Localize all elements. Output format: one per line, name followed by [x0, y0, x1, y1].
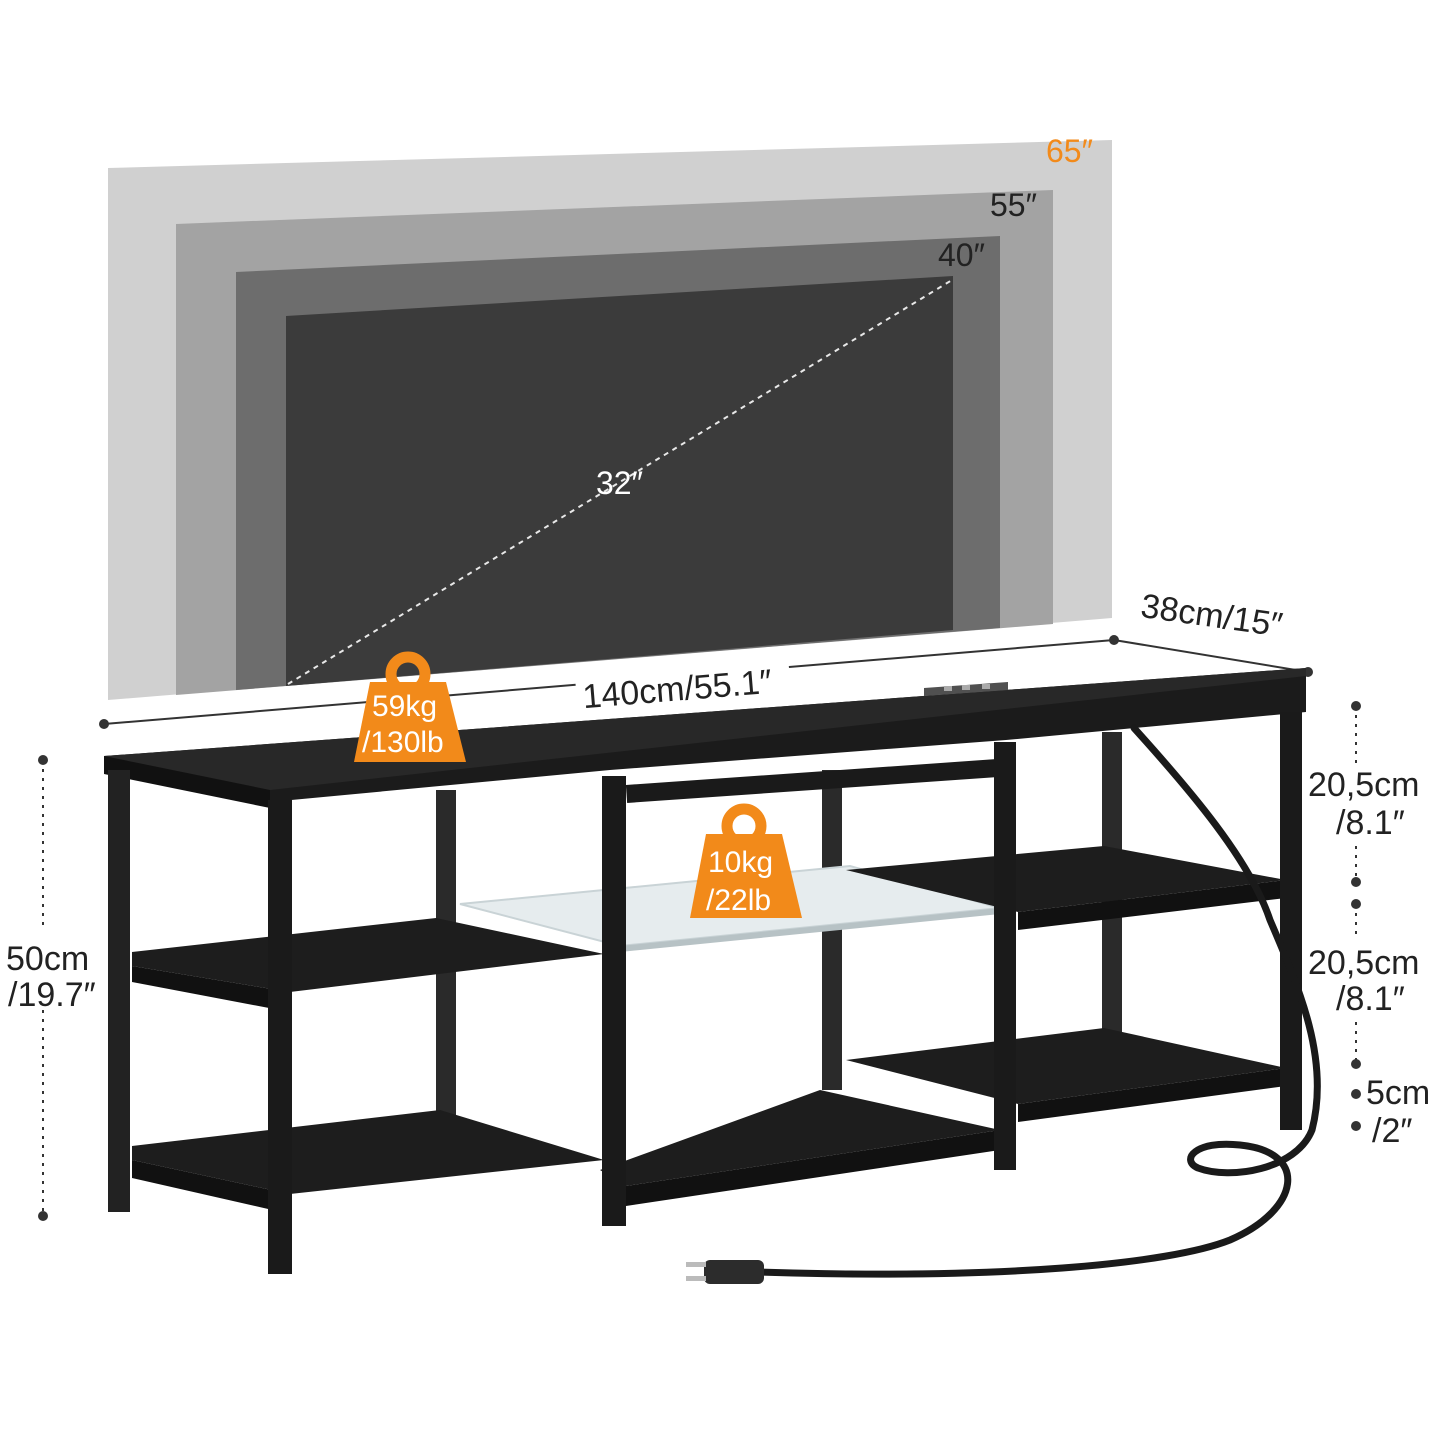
front-leg: [602, 776, 626, 1226]
shelf-middle-bottom: [600, 1090, 1000, 1186]
gap-mid-in-label: /8.1″: [1336, 980, 1405, 1018]
power-cord: [756, 724, 1321, 1278]
tv-size-55-label: 55″: [990, 187, 1037, 223]
shelf-gap-dimensions: [1351, 701, 1361, 1131]
height-cm-label: 50cm: [6, 940, 89, 978]
gap-top-cm-label: 20,5cm: [1308, 766, 1420, 804]
front-leg: [994, 742, 1016, 1170]
shelf-right-mid: [846, 846, 1286, 912]
shelf-left-mid: [132, 918, 604, 992]
tabletop-front-edge: [104, 756, 270, 808]
glass-load-lb: /22lb: [706, 884, 771, 917]
gap-mid-cm-label: 20,5cm: [1308, 944, 1420, 982]
tv-size-40-label: 40″: [938, 237, 985, 273]
shelf-right-bottom-front: [1018, 1068, 1286, 1122]
front-leg: [108, 770, 130, 1212]
power-strip-icon: [924, 682, 1008, 696]
weight-icon: [354, 651, 466, 762]
height-dimension: [38, 755, 48, 1221]
shelf-left-bottom: [132, 1110, 604, 1194]
shelf-right-bottom: [846, 1028, 1286, 1104]
tv-stand: [104, 668, 1321, 1284]
gap-bottom-cm-label: 5cm: [1366, 1074, 1430, 1112]
tv-size-65-label: 65″: [1046, 133, 1093, 169]
height-in-label: /19.7″: [8, 976, 96, 1014]
front-leg: [1280, 712, 1302, 1130]
shelf-left-mid-front: [132, 966, 290, 1012]
gap-bottom-in-label: /2″: [1372, 1112, 1412, 1150]
shelf-left-bottom-front: [132, 1160, 290, 1214]
middle-upper-rail: [625, 759, 999, 803]
gap-top-in-label: /8.1″: [1336, 804, 1405, 842]
shelf-middle-bottom-front: [626, 1130, 1000, 1206]
glass-load-kg: 10kg: [708, 846, 773, 879]
weight-icon: [690, 803, 802, 918]
top-load-kg: 59kg: [372, 690, 437, 723]
depth-label: 38cm/15″: [1139, 587, 1285, 644]
tv-size-32-label: 32″: [596, 465, 643, 501]
power-plug-icon: [686, 1260, 764, 1284]
top-load-lb: /130lb: [362, 726, 444, 759]
tv-size-panels: [108, 140, 1112, 700]
glass-shelf-edge: [620, 908, 1000, 952]
front-leg: [268, 800, 292, 1274]
width-dimension: [99, 635, 1119, 729]
shelf-right-mid-front: [1018, 880, 1286, 930]
